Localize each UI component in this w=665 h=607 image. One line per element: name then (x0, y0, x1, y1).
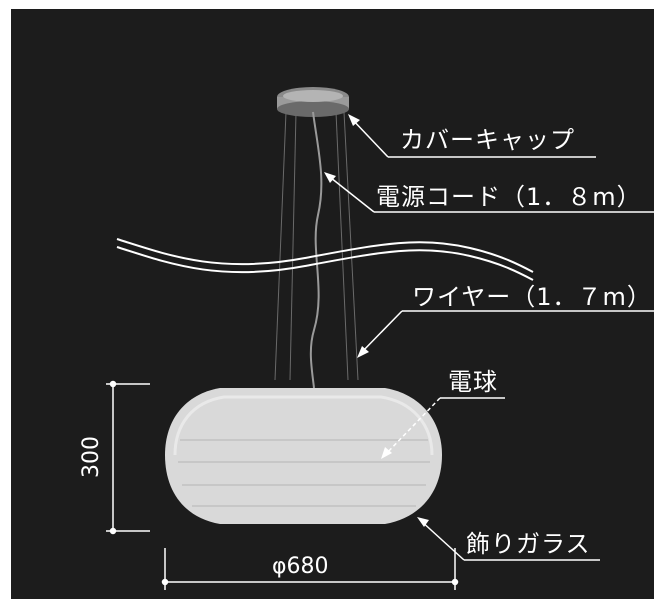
break-symbol (116, 238, 534, 281)
suspension-wires (274, 111, 359, 381)
outer-frame (9, 7, 656, 601)
glass-shade (165, 388, 442, 524)
cover-cap-shape (277, 87, 349, 117)
leader-arrowheads (324, 114, 429, 527)
height-dimension (106, 380, 150, 535)
deco-glass-label: 飾りガラス (466, 530, 591, 558)
wire-label: ワイヤー（1．７m） (412, 283, 652, 311)
leader-lines (325, 116, 655, 561)
height-dimension-label: 300 (79, 436, 104, 478)
bulb-label: 電球 (448, 368, 498, 396)
diameter-dimension (161, 548, 459, 590)
diameter-dimension-label: φ680 (272, 554, 329, 579)
power-cord-label: 電源コード（1．８m） (376, 183, 642, 211)
cover-cap-label: カバーキャップ (400, 126, 575, 154)
